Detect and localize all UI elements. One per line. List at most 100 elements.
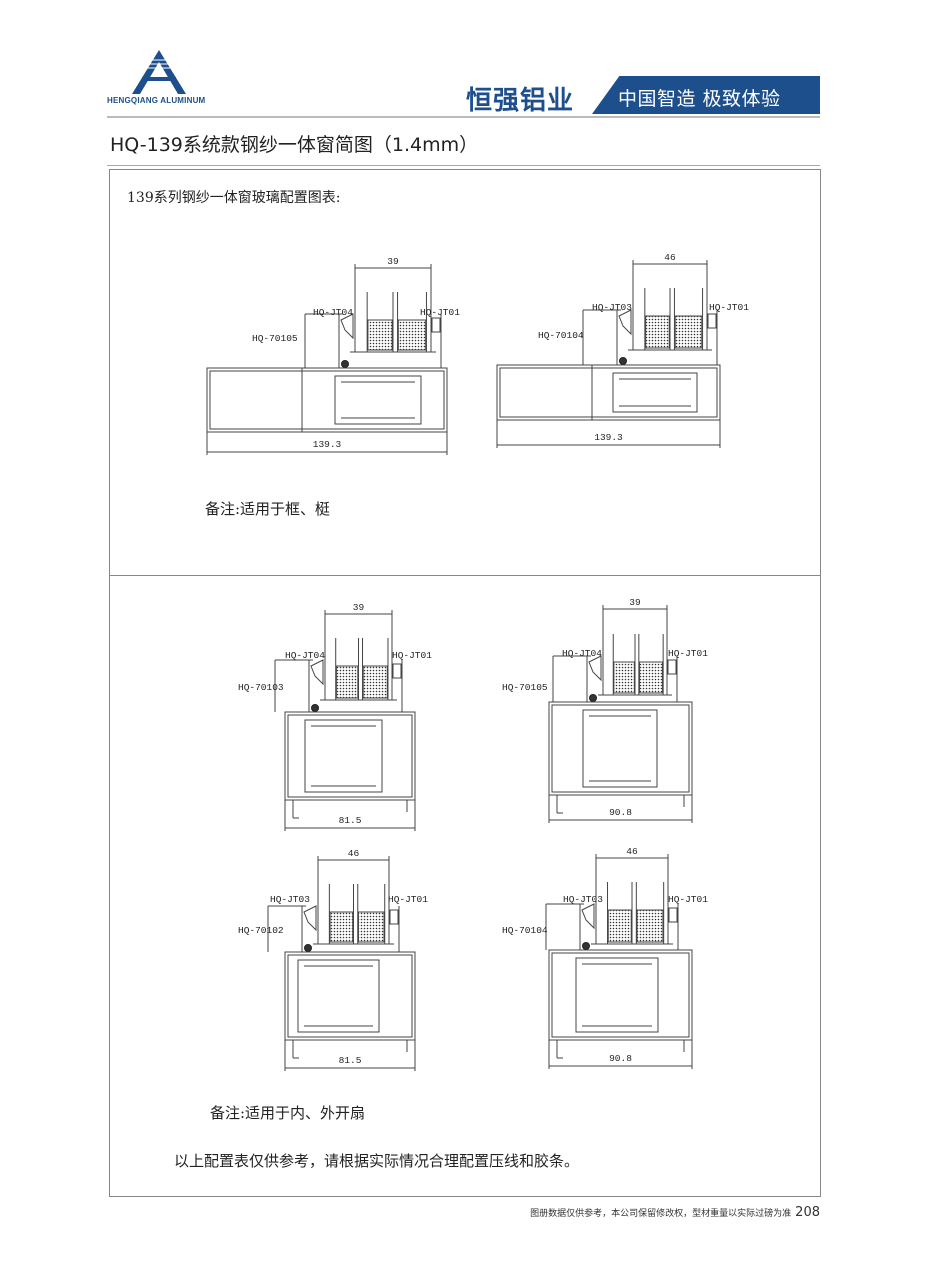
frame-inner xyxy=(287,714,413,798)
thermal-strip xyxy=(341,381,415,419)
glass-width-label: 39 xyxy=(387,256,399,267)
total-width-label: 139.3 xyxy=(594,432,623,443)
sealant xyxy=(335,665,359,699)
sealant xyxy=(674,315,703,349)
gasket-part-label: HQ-JT01 xyxy=(392,650,432,661)
frame-outline xyxy=(284,951,416,1041)
bead-part-label: HQ-JT04 xyxy=(313,307,353,318)
total-width-label: 90.8 xyxy=(609,1053,632,1064)
bead-profile xyxy=(582,309,621,365)
total-width-label: 139.3 xyxy=(312,439,342,450)
bead-profile xyxy=(304,313,343,368)
thermal-chamber xyxy=(297,959,380,1033)
gasket-round xyxy=(311,704,319,712)
sealant xyxy=(613,661,635,694)
logo-icon xyxy=(132,50,186,94)
gasket-round xyxy=(582,942,590,950)
bead-profile xyxy=(274,659,313,712)
sealant xyxy=(638,661,664,694)
gasket-part-label: HQ-JT01 xyxy=(709,302,749,313)
total-width-label: 90.8 xyxy=(609,807,632,818)
gasket-right xyxy=(389,909,399,925)
sealant xyxy=(645,315,670,349)
page-title: HQ-139系统款钢纱一体窗简图（1.4mm） xyxy=(110,134,479,156)
sealant xyxy=(636,909,664,943)
frame-leg xyxy=(292,1040,408,1059)
bead-part-label: HQ-JT03 xyxy=(270,894,310,905)
bead-profile xyxy=(267,905,306,952)
frame-inner xyxy=(551,704,690,793)
gasket-round xyxy=(341,360,349,368)
sealant xyxy=(329,911,354,943)
disclaimer: 以上配置表仅供参考，请根据实际情况合理配置压线和胶条。 xyxy=(174,1152,580,1170)
note-top: 备注:适用于框、梃 xyxy=(205,500,331,518)
bead-part-label: HQ-JT03 xyxy=(592,302,632,313)
bead-part-label: HQ-JT03 xyxy=(563,894,603,905)
slogan-banner xyxy=(592,76,820,114)
thermal-chamber xyxy=(582,709,658,788)
profile-part-label: HQ-70104 xyxy=(538,330,584,341)
thermal-strip xyxy=(589,715,651,782)
frame-inner xyxy=(287,954,413,1038)
glazing-bead-left xyxy=(581,903,595,930)
frame-leg xyxy=(292,800,408,819)
gasket-right xyxy=(707,313,717,329)
sealant xyxy=(362,665,388,699)
total-width-label: 81.5 xyxy=(338,815,362,826)
frame-outline xyxy=(496,364,721,421)
total-width-label: 81.5 xyxy=(338,1055,362,1066)
bead-part-label: HQ-JT04 xyxy=(285,650,325,661)
gasket-right xyxy=(431,317,441,333)
glass-width-label: 39 xyxy=(629,597,641,608)
gasket-round xyxy=(304,944,312,952)
thermal-strip xyxy=(582,963,652,1027)
title-divider xyxy=(107,165,820,166)
thermal-chamber xyxy=(575,957,659,1033)
frame-outline xyxy=(548,949,693,1041)
thermal-strip xyxy=(304,965,373,1027)
footer-text: 图册数据仅供参考，本公司保留修改权，型材重量以实际过磅为准 xyxy=(530,1209,792,1219)
profile-part-label: HQ-70104 xyxy=(502,925,548,936)
logo-text: HENGQIANG ALUMINUM xyxy=(107,96,206,105)
glazing-bead-left xyxy=(310,659,324,686)
gasket-part-label: HQ-JT01 xyxy=(420,307,460,318)
frame-inner xyxy=(551,952,690,1038)
glass-width-label: 46 xyxy=(347,848,360,859)
thermal-chamber xyxy=(304,719,383,793)
sealant xyxy=(397,319,427,351)
frame-outline xyxy=(206,367,448,433)
brand-name: 恒强铝业 xyxy=(466,86,575,116)
bead-part-label: HQ-JT04 xyxy=(562,648,602,659)
profile-part-label: HQ-70105 xyxy=(252,333,298,344)
gasket-right xyxy=(668,907,678,923)
thermal-strip xyxy=(619,378,691,407)
page-number: 208 xyxy=(795,1205,820,1220)
gasket-part-label: HQ-JT01 xyxy=(388,894,428,905)
gasket-round xyxy=(619,357,627,365)
profile-part-label: HQ-70102 xyxy=(238,925,284,936)
gasket-part-label: HQ-JT01 xyxy=(668,894,708,905)
profile-part-label: HQ-70103 xyxy=(238,682,284,693)
header-divider xyxy=(107,116,820,118)
gasket-part-label: HQ-JT01 xyxy=(668,648,708,659)
profile-part-label: HQ-70105 xyxy=(502,682,548,693)
sealant xyxy=(357,911,385,943)
frame-inner xyxy=(499,367,718,418)
bead-profile xyxy=(552,655,591,702)
frame-outline xyxy=(284,711,416,801)
gasket-right xyxy=(667,659,677,675)
note-bottom: 备注:适用于内、外开扇 xyxy=(210,1104,366,1122)
glass-width-label: 46 xyxy=(664,252,676,263)
frame-inner xyxy=(209,370,445,430)
slogan: 中国智造 极致体验 xyxy=(618,88,781,110)
thermal-chamber xyxy=(612,372,698,413)
thermal-strip xyxy=(311,725,376,787)
glass-width-label: 39 xyxy=(352,602,365,613)
glazing-bead-left xyxy=(588,655,602,682)
bead-profile xyxy=(545,903,584,950)
section-divider xyxy=(109,575,821,576)
glass-width-label: 46 xyxy=(626,846,638,857)
sealant xyxy=(607,909,632,943)
